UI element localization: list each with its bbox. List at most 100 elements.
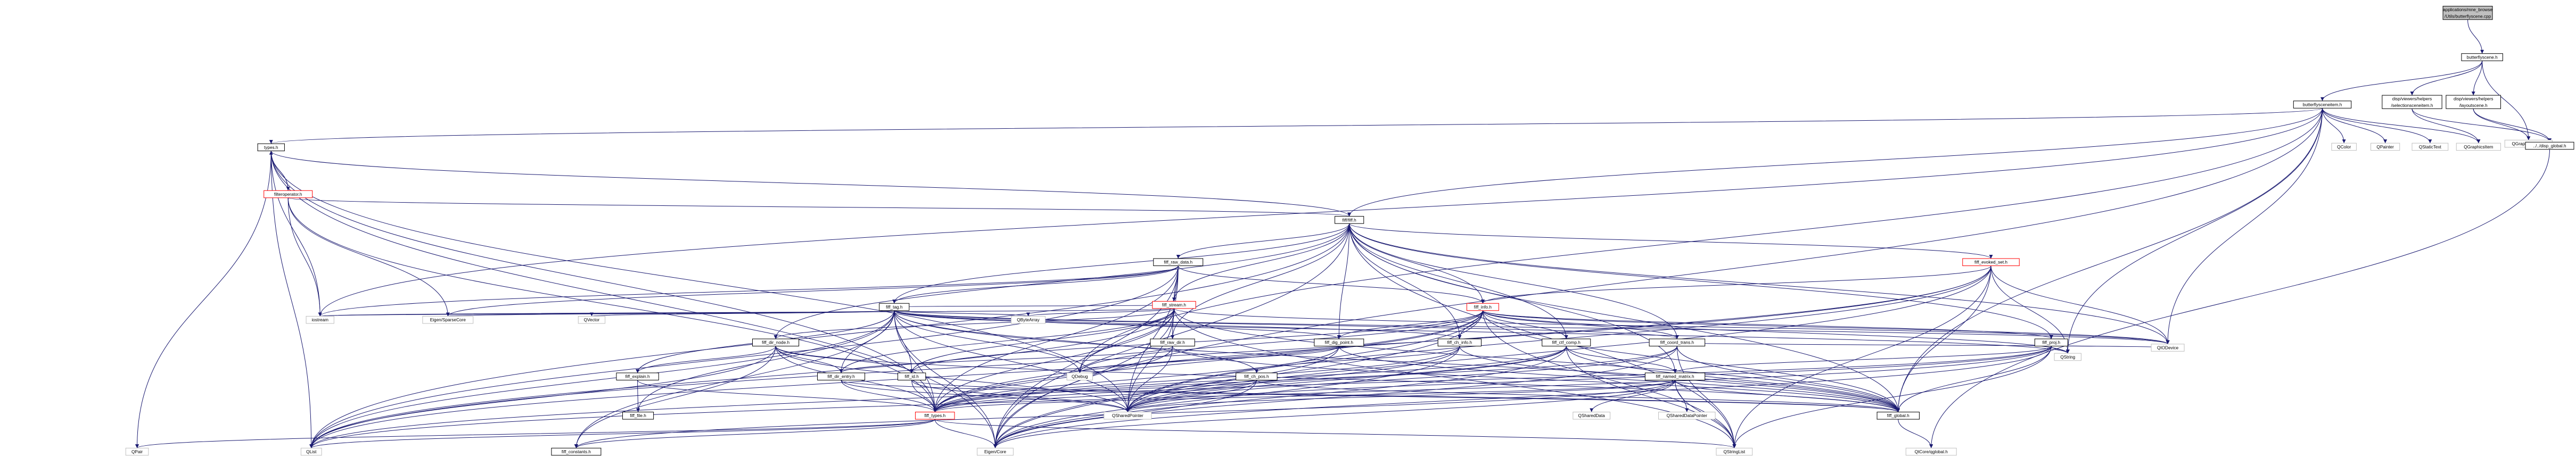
- node-disp-layoutscene-h[interactable]: disp/viewers/helpers/layoutscene.h: [2446, 95, 2501, 109]
- node-fiff-id-h[interactable]: fiff_id.h: [898, 372, 926, 381]
- node-filteroperator-h[interactable]: filteroperator.h: [264, 190, 313, 198]
- edges-layer: [135, 19, 2552, 448]
- edge-fiff_info_h-to-fiff_id_h: [910, 310, 1483, 373]
- node-box: [1314, 338, 1364, 347]
- node-fiff-proj-h[interactable]: fiff_proj.h: [2034, 338, 2068, 347]
- edge-disp_global_h-to-QtCore_qglobal_h: [1929, 149, 2550, 448]
- node-box: [2442, 6, 2493, 20]
- node-fiff-types-h[interactable]: fiff_types.h: [915, 412, 955, 420]
- node-fiff-ch-pos-h[interactable]: fiff_ch_pos.h: [1236, 372, 1278, 381]
- node-fiff-raw-data-h[interactable]: fiff_raw_data.h: [1153, 258, 1204, 267]
- edge-butterflysceneitem_h-to-QIODevice: [2166, 108, 2323, 344]
- node-label: QList: [306, 450, 317, 454]
- edge-fiff_tag_h-to-fiff_types_h: [894, 310, 937, 412]
- node-types-h[interactable]: types.h: [257, 143, 285, 152]
- edge-butterflysceneitem_h-to-QString: [2065, 108, 2323, 354]
- node-label: fiff_evoked_set.h: [1974, 260, 2007, 265]
- node-box: [2456, 143, 2501, 151]
- edge-fiff_raw_data_h-to-Eigen_Core: [993, 265, 1179, 448]
- edge-fiff_h-to-fiff_raw_data_h: [1176, 223, 1350, 259]
- node-fiff-info-h[interactable]: fiff_info.h: [1466, 303, 1499, 311]
- node-fiff-ctf-comp-h[interactable]: fiff_ctf_comp.h: [1542, 338, 1591, 347]
- edge-fiff_stream_h-to-fiff_global_h: [1173, 308, 1900, 412]
- node-fiff-file-h[interactable]: fiff_file.h: [622, 412, 654, 420]
- node-label: QPair: [131, 450, 143, 454]
- node-label: fiff_ch_info.h: [1447, 340, 1472, 345]
- edge-fiff_proj_h-to-fiff_types_h: [933, 346, 2052, 412]
- node-fiff-stream-h[interactable]: fiff_stream.h: [1152, 301, 1196, 309]
- node-box: [1150, 338, 1195, 347]
- node-fiff-raw-dir-h[interactable]: fiff_raw_dir.h: [1150, 338, 1195, 347]
- node-fiff-dig-point-h[interactable]: fiff_dig_point.h: [1314, 338, 1364, 347]
- node-label: fiff_file.h: [630, 413, 646, 418]
- edge-fiff_stream_h-to-fiff_types_h: [933, 308, 1174, 412]
- edge-filteroperator_h-to-fiff_h: [287, 197, 1351, 217]
- edge-fiff_types_h-to-Eigen_Core: [934, 419, 997, 448]
- edge-fiff_dir_node_h-to-QSharedPointer: [775, 346, 1130, 412]
- node-QtCore-qglobal-h: QtCore/qglobal.h: [1905, 447, 1957, 456]
- edge-butterflysceneitem_h-to-fiff_h: [1347, 108, 2323, 217]
- edge-fiff_h-to-QList: [309, 223, 1350, 448]
- edge-root-to-butterflyscene_h: [2467, 19, 2484, 54]
- node-fiff-coord-trans-h[interactable]: fiff_coord_trans.h: [1649, 338, 1706, 347]
- node-label: fiff/fiff.h: [1343, 218, 1357, 222]
- node-label: iostream: [311, 318, 328, 322]
- node-fiff-constants-h[interactable]: fiff_constants.h: [551, 447, 602, 456]
- edge-fiff_h-to-fiff_ctf_comp_h: [1349, 223, 1568, 339]
- node-QDebug: QDebug: [1066, 372, 1093, 381]
- edge-fiff_evoked_set_h-to-fiff_info_h: [1481, 265, 1991, 304]
- edge-filteroperator_h-to-iostream: [287, 197, 322, 317]
- node-label: fiff_types.h: [924, 413, 945, 418]
- edge-fiff_raw_dir_h-to-QSharedPointer: [1125, 346, 1173, 412]
- node-label: butterflyscene.h: [2467, 55, 2498, 60]
- edge-fiff_dir_node_h-to-fiff_constants_h: [574, 346, 776, 448]
- node-disp-global-h[interactable]: ../../disp_global.h: [2525, 142, 2574, 150]
- edge-fiff_dir_node_h-to-fiff_id_h: [775, 346, 914, 373]
- edge-fiff_ctf_comp_h-to-QList: [309, 346, 1567, 448]
- node-label: fiff_info.h: [1474, 305, 1492, 310]
- node-box: [2054, 353, 2081, 361]
- node-fiff-named-matrix-h[interactable]: fiff_named_matrix.h: [1644, 372, 1706, 381]
- edge-fiff_stream_h-to-iostream: [319, 308, 1174, 317]
- node-label: /Utils/butterflyscene.cpp: [2445, 14, 2491, 19]
- node-fiff-dir-node-h[interactable]: fiff_dir_node.h: [752, 338, 800, 347]
- edge-fiff_h-to-fiff_global_h: [1349, 223, 1900, 412]
- node-box: [1962, 258, 2020, 267]
- node-fiff-global-h[interactable]: fiff_global.h: [1877, 412, 1920, 420]
- node-label: fiff_raw_dir.h: [1160, 340, 1185, 345]
- node-QSharedPointer: QSharedPointer: [1104, 412, 1152, 420]
- node-fiff-explain-h[interactable]: fiff_explain.h: [616, 372, 659, 381]
- node-label: QGraphicsItem: [2464, 145, 2493, 149]
- node-label: fiff_explain.h: [626, 375, 650, 379]
- edge-fiff_proj_h-to-QStringList: [1732, 346, 2052, 448]
- node-box: [1466, 303, 1499, 311]
- nodes-layer: applications/mne_browse/Utils/butterflys…: [125, 6, 2574, 456]
- node-QColor: QColor: [2331, 143, 2357, 151]
- edge-fiff_types_h-to-QStringList: [934, 419, 1736, 448]
- edge-fiff_types_h-to-fiff_constants_h: [574, 419, 935, 448]
- edge-fiff_id_h-to-fiff_types_h: [911, 380, 937, 412]
- edge-fiff_info_h-to-fiff_global_h: [1482, 310, 1900, 412]
- edge-fiff_tag_h-to-QList: [309, 310, 895, 448]
- node-fiff-tag-h[interactable]: fiff_tag.h: [879, 303, 910, 311]
- node-label: fiff_tag.h: [886, 305, 903, 310]
- node-label: fiff_dir_entry.h: [827, 375, 855, 379]
- node-label: QStringList: [1724, 450, 1746, 454]
- node-fiff-ch-info-h[interactable]: fiff_ch_info.h: [1437, 338, 1482, 347]
- node-disp-selectionsceneitem-h[interactable]: disp/viewers/helpers/selectionsceneitem.…: [2382, 95, 2442, 109]
- node-fiff-evoked-set-h[interactable]: fiff_evoked_set.h: [1962, 258, 2020, 267]
- node-fiff-dir-entry-h[interactable]: fiff_dir_entry.h: [817, 372, 866, 381]
- node-QSharedDataPointer: QSharedDataPointer: [1658, 412, 1716, 420]
- node-butterflyscene-h[interactable]: butterflyscene.h: [2461, 53, 2503, 61]
- node-fiff-h[interactable]: fiff/fiff.h: [1335, 216, 1364, 224]
- edge-fiff_tag_h-to-QSharedPointer: [894, 310, 1130, 412]
- node-Eigen-Core: Eigen/Core: [977, 447, 1014, 456]
- edge-fiff_stream_h-to-fiff_dir_node_h: [773, 308, 1174, 339]
- edge-fiff_dig_point_h-to-QDebug: [1077, 346, 1339, 373]
- edge-fiff_tag_h-to-fiff_global_h: [894, 310, 1900, 412]
- node-label: applications/mne_browse: [2443, 7, 2492, 12]
- edge-disp_selectionsceneitem_h-to-disp_global_h: [2412, 109, 2552, 143]
- edge-fiff_tag_h-to-fiff_coord_trans_h: [894, 310, 1679, 339]
- edge-fiff_named_matrix_h-to-fiff_global_h: [1675, 380, 1900, 412]
- node-butterflysceneitem-h[interactable]: butterflysceneitem.h: [2293, 101, 2352, 109]
